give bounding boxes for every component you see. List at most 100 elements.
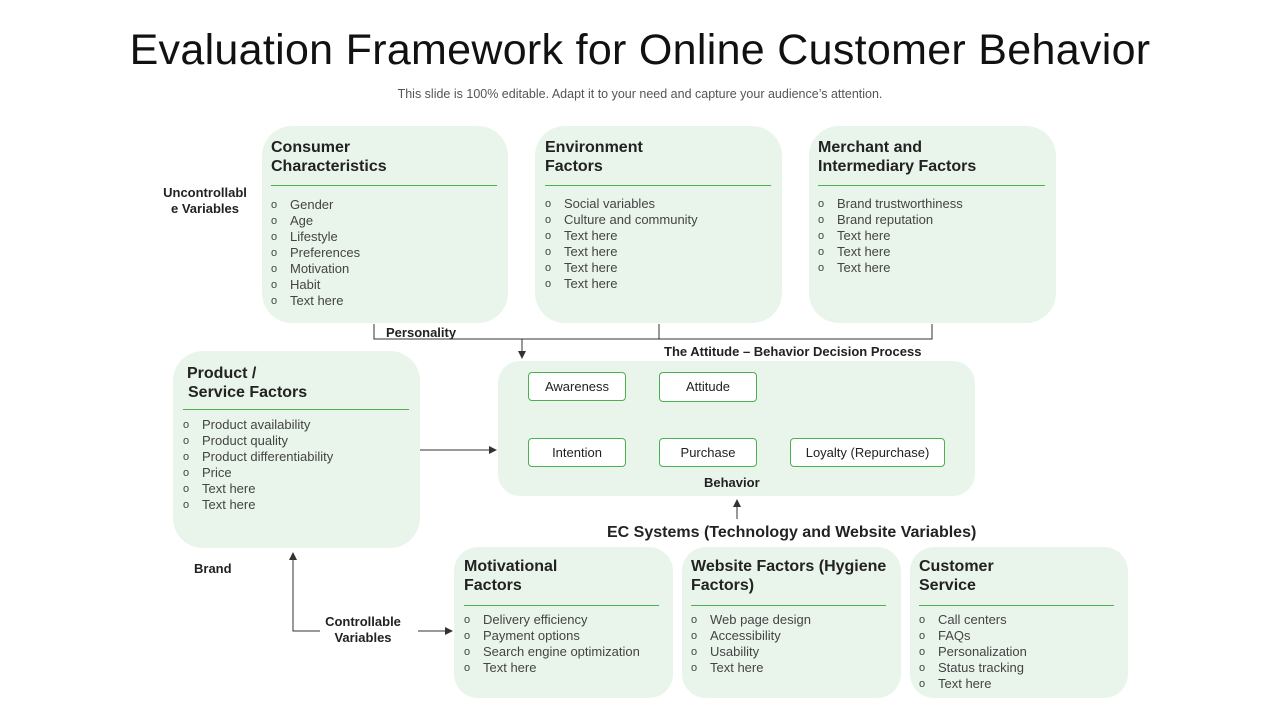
list-item: o Product differentiability (183, 449, 333, 465)
list-item-text: Text here (483, 660, 537, 675)
motivational-divider (464, 605, 659, 606)
loyalty-node: Loyalty (Repurchase) (790, 438, 945, 467)
uncontrollable-variables-label: Uncontrollabl e Variables (163, 185, 247, 216)
list-item-text: Text here (837, 260, 891, 275)
attitude-node: Attitude (659, 372, 757, 402)
product-divider (183, 409, 409, 410)
list-item-text: Product availability (202, 417, 311, 432)
environment-factors-box (535, 126, 782, 323)
bullet-icon: o (818, 246, 825, 258)
bullet-icon: o (545, 246, 552, 258)
list-item-text: Delivery efficiency (483, 612, 588, 627)
list-item: o Usability (691, 644, 811, 660)
consumer-characteristics-title: Consumer Characteristics (271, 139, 387, 175)
list-item-text: Price (202, 465, 232, 480)
environment-divider (545, 185, 771, 186)
list-item-text: Usability (710, 644, 760, 659)
list-item-text: Accessibility (710, 628, 781, 643)
list-item-text: Text here (837, 228, 891, 243)
list-item: o Habit (271, 277, 360, 293)
bullet-icon: o (919, 614, 926, 626)
customer-service-box (910, 547, 1128, 698)
list-item-text: Text here (202, 497, 256, 512)
list-item-text: Brand trustworthiness (837, 196, 963, 211)
list-item-text: Product differentiability (202, 449, 334, 464)
list-item: o Gender (271, 197, 360, 213)
bullet-icon: o (691, 646, 698, 658)
bullet-icon: o (271, 263, 278, 275)
bullet-icon: o (818, 262, 825, 274)
bullet-icon: o (183, 451, 190, 463)
bullet-icon: o (271, 199, 278, 211)
list-item-text: Text here (938, 676, 992, 691)
bullet-icon: o (183, 419, 190, 431)
list-item: o Text here (183, 481, 333, 497)
ec-systems-label: EC Systems (Technology and Website Varia… (607, 524, 977, 541)
bullet-icon: o (183, 499, 190, 511)
intention-node: Intention (528, 438, 626, 467)
product-service-title: Product / Service Factors (187, 365, 308, 401)
consumer-divider (271, 185, 497, 186)
list-item-text: Text here (564, 260, 618, 275)
list-item: o Text here (818, 244, 963, 260)
list-item-text: Payment options (483, 628, 580, 643)
customer-divider (919, 605, 1114, 606)
page-title: Evaluation Framework for Online Customer… (129, 26, 1151, 74)
list-item-text: Culture and community (564, 212, 698, 227)
bullet-icon: o (183, 483, 190, 495)
list-item-text: Text here (202, 481, 256, 496)
list-item: o Text here (183, 497, 333, 513)
purchase-node: Purchase (659, 438, 757, 467)
controllable-brand-line (289, 552, 320, 632)
bullet-icon: o (183, 467, 190, 479)
bullet-icon: o (464, 614, 471, 626)
bullet-icon: o (271, 279, 278, 291)
list-item-text: FAQs (938, 628, 971, 643)
list-item-text: Gender (290, 197, 334, 212)
page-subtitle: This slide is 100% editable. Adapt it to… (397, 87, 883, 101)
website-factors-title: Website Factors (Hygiene Factors) (691, 558, 887, 594)
brand-label: Brand (194, 561, 232, 576)
website-divider (691, 605, 886, 606)
list-item: o Price (183, 465, 333, 481)
bullet-icon: o (818, 214, 825, 226)
bullet-icon: o (919, 678, 926, 690)
customer-service-title: Customer Service (919, 558, 994, 594)
list-item-text: Status tracking (938, 660, 1024, 675)
list-item: o Call centers (919, 612, 1027, 628)
personality-label: Personality (386, 325, 457, 340)
product-service-box (173, 351, 420, 548)
top-feed-line (373, 324, 933, 340)
list-item: o Brand reputation (818, 212, 963, 228)
list-item-text: Text here (290, 293, 344, 308)
environment-factors-title: Environment Factors (545, 139, 643, 175)
list-item-text: Call centers (938, 612, 1007, 627)
bullet-icon: o (919, 630, 926, 642)
behavior-label: Behavior (704, 475, 760, 490)
consumer-characteristics-box (262, 126, 508, 323)
list-item-text: Habit (290, 277, 321, 292)
list-item-text: Text here (837, 244, 891, 259)
list-item-text: Brand reputation (837, 212, 934, 227)
bullet-icon: o (545, 230, 552, 242)
